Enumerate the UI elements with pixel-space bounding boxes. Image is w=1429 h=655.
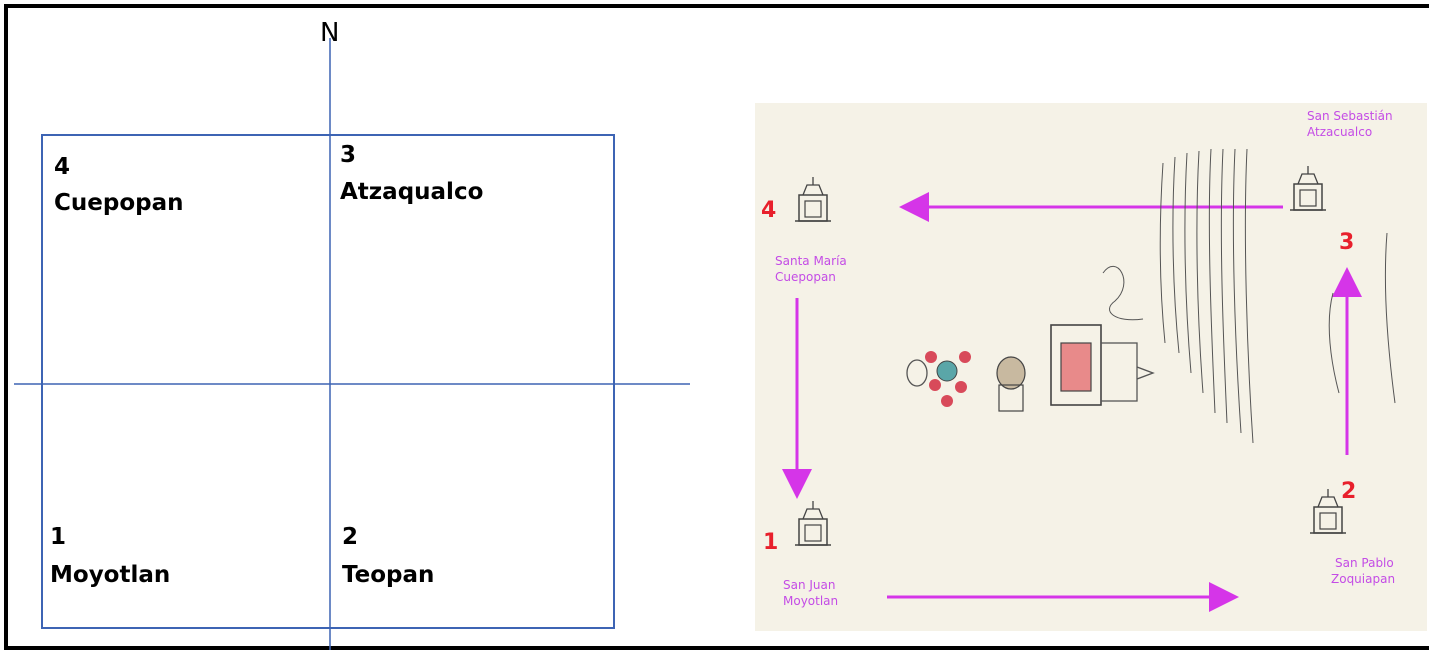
- quadrant-box: [41, 134, 615, 629]
- codex-drawing: 4 3 1 2 Santa María Cuepopan San Sebasti…: [761, 109, 1396, 612]
- place-2-line1: San Pablo: [1335, 556, 1394, 570]
- codex-number-2: 2: [1341, 479, 1356, 504]
- place-3-line1: San Sebastián: [1307, 109, 1393, 123]
- handwritten-script: [1102, 148, 1396, 444]
- church-3-icon: [1289, 165, 1327, 211]
- quadrant-2-number: 2: [342, 524, 359, 550]
- church-4-icon: [794, 176, 832, 222]
- quadrant-4-number: 4: [54, 154, 71, 180]
- church-1-icon: [794, 500, 832, 546]
- quadrant-1-name: Moyotlan: [50, 562, 171, 588]
- codex-number-4: 4: [761, 198, 776, 223]
- place-1-line2: Moyotlan: [783, 594, 838, 608]
- figure-head-icon: [996, 356, 1026, 412]
- place-2-line2: Zoquiapan: [1331, 572, 1395, 586]
- place-1-line1: San Juan: [783, 578, 836, 592]
- central-temple-icon: [1050, 324, 1155, 406]
- quadrant-2-name: Teopan: [342, 562, 435, 588]
- cactus-glyph-icon: [906, 351, 971, 407]
- quadrant-3-number: 3: [340, 142, 357, 168]
- quadrant-diagram: [14, 38, 690, 650]
- outer-frame: [4, 4, 1429, 650]
- codex-number-1: 1: [763, 530, 778, 555]
- place-4-line1: Santa María: [775, 254, 847, 268]
- place-4-line2: Cuepopan: [775, 270, 836, 284]
- place-3-line2: Atzacualco: [1307, 125, 1372, 139]
- north-label: N: [320, 18, 340, 48]
- codex-number-3: 3: [1339, 230, 1354, 255]
- quadrant-3-name: Atzaqualco: [340, 179, 484, 205]
- quadrant-4-name: Cuepopan: [54, 190, 184, 216]
- codex-illustration: 4 3 1 2 Santa María Cuepopan San Sebasti…: [755, 103, 1427, 631]
- quadrant-1-number: 1: [50, 524, 67, 550]
